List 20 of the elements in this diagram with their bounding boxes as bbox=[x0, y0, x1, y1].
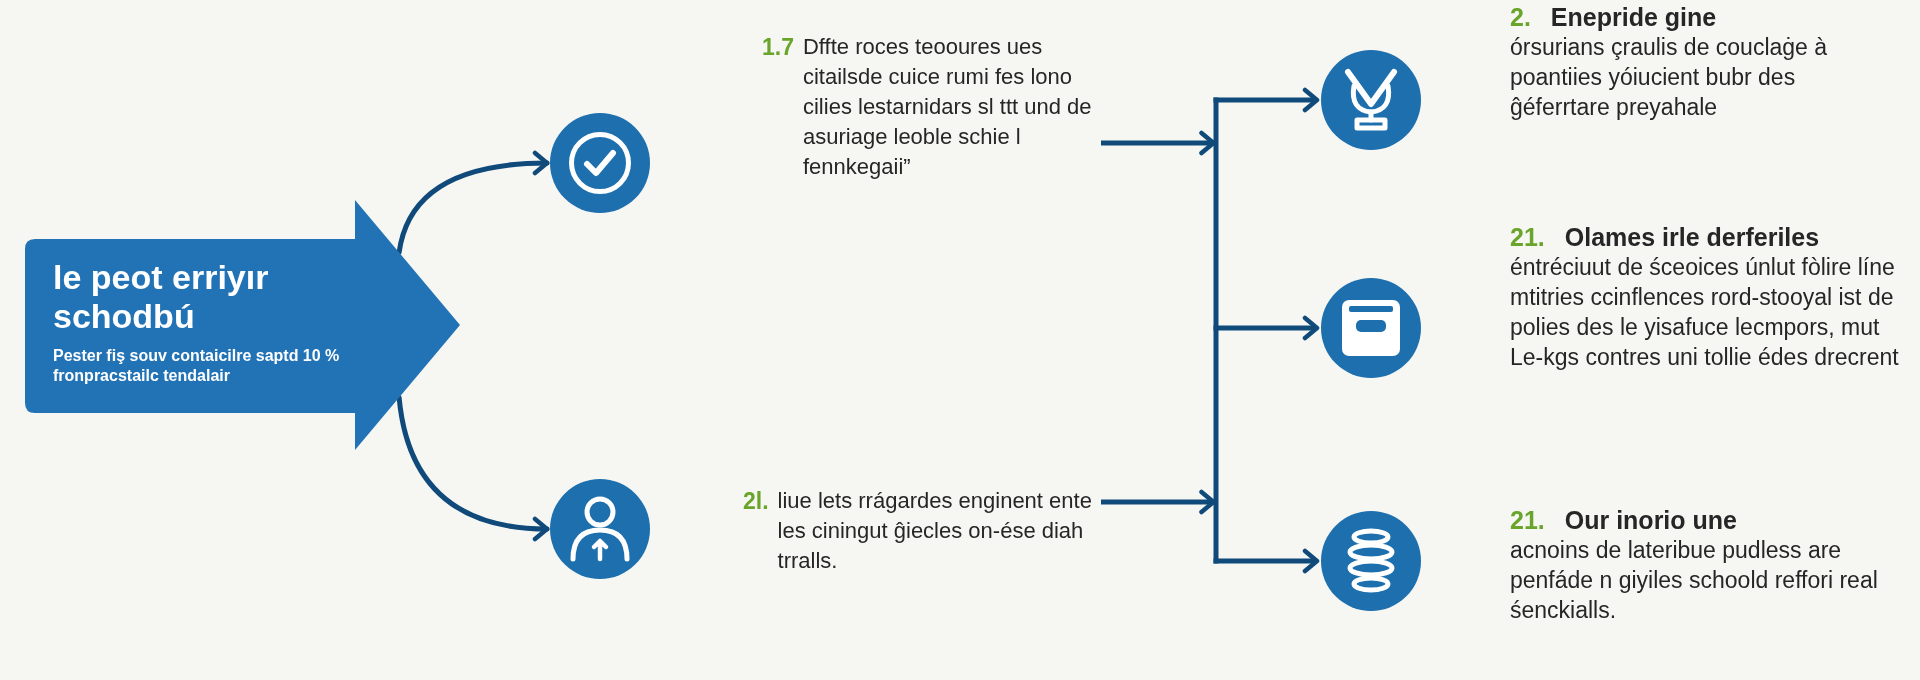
curved-arrow bbox=[396, 395, 550, 541]
connector-line bbox=[1213, 97, 1219, 564]
arrow bbox=[1101, 130, 1216, 156]
banner-subtitle: Pester fiş souv contaicilre saptd 10 % fronpracstailc tendalair bbox=[53, 346, 341, 386]
step-title: Our inorio une bbox=[1564, 505, 1737, 535]
step-number: 2l. bbox=[743, 487, 769, 516]
step-description: éntréciuut de śceoices únlut fòlire líne mtitries ccinflences rord-stooyal ist de polies des le yisafuce lecmpors, mut Le-kgs contres uni tollie édes drecrent bbox=[1510, 253, 1900, 372]
step-description: Dffte roces teooures ues citailsde cuice rumi fes lono cilies lestarnidars sl ttt und de asuriage leoble schie l fennkegaii” bbox=[803, 33, 1093, 181]
step-number: 21. bbox=[1510, 222, 1545, 252]
step-number: 1.7 bbox=[762, 33, 794, 62]
step-description: acnoins de lateribue pudless are penfáde n giyiles schoold reffori real śenckialls. bbox=[1510, 536, 1879, 625]
banner-title: le peot erriyır schodbú bbox=[53, 258, 270, 336]
step-description: liue lets rrágardes enginent ente les ciningut ĝiecles on-ése diah trralls. bbox=[777, 487, 1093, 575]
step-title: Olames irle derferiles bbox=[1564, 222, 1820, 252]
curved-arrow bbox=[396, 151, 550, 255]
step-number: 21. bbox=[1510, 505, 1545, 535]
step-description: órsurians çraulis de couclaġe à poantiies yóiucient bubr des ĝéferrtare preyahale bbox=[1510, 33, 1829, 122]
step-number: 2. bbox=[1510, 2, 1531, 32]
arrow bbox=[1101, 489, 1216, 515]
step-title: Enepride gine bbox=[1550, 2, 1717, 32]
